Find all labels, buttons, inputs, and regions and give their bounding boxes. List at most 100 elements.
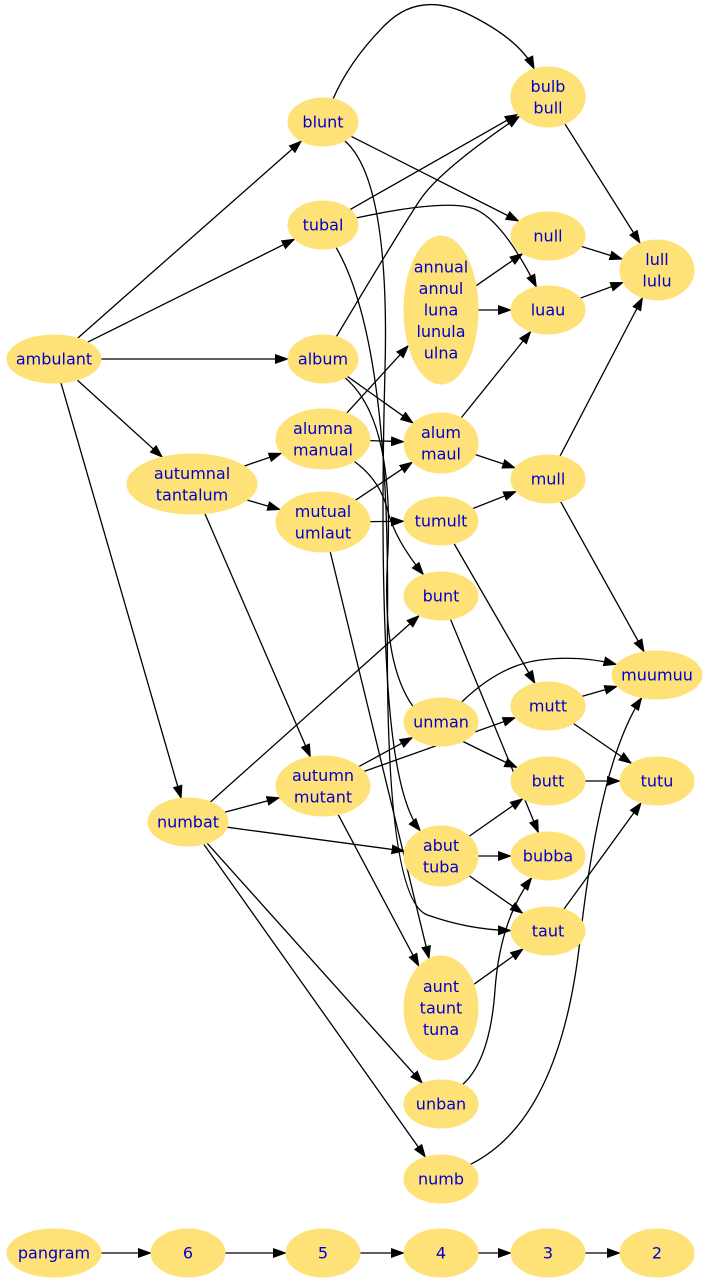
node-label: blunt (302, 113, 343, 132)
node-shape (619, 1228, 695, 1278)
node-shape (126, 453, 258, 515)
node-tutu: tutu (619, 756, 695, 806)
edge-luau-to-lull (579, 281, 625, 299)
node-label: autumn (292, 766, 354, 785)
node-tumult: tumult (403, 496, 479, 546)
edge-null-to-lull (581, 245, 624, 261)
node-label: alumna (293, 419, 353, 438)
node-label: luau (531, 301, 566, 320)
node-shape (510, 681, 586, 731)
node-label: 2 (652, 1244, 662, 1263)
node-label: lulu (642, 271, 671, 290)
node-label: autumnal (154, 464, 230, 483)
node-shape (6, 334, 102, 384)
node-shape (403, 825, 479, 887)
node-shape (611, 650, 703, 700)
node-shape (403, 235, 479, 385)
edge-unban-to-bubba (462, 876, 533, 1085)
node-label: taunt (420, 999, 463, 1018)
node-shape (287, 200, 359, 250)
edge-autumnal-to-mutual (246, 499, 282, 511)
edge-mutt-to-tutu (573, 722, 633, 765)
node-label: null (533, 227, 562, 246)
node-shape (403, 955, 479, 1061)
node-label: maul (421, 444, 461, 463)
node-numbat: numbat (147, 797, 229, 847)
node-label: mutual (295, 502, 351, 521)
node-album: album (287, 334, 359, 384)
node-label: bunt (423, 587, 460, 606)
node-label: bulb (531, 77, 566, 96)
node-n3: 3 (510, 1228, 586, 1278)
node-blunt: blunt (287, 97, 359, 147)
node-autumn: autumn mutant (275, 755, 371, 817)
node-label: tutu (641, 772, 674, 791)
node-null: null (510, 211, 586, 261)
edge-taut-to-tutu (563, 801, 642, 910)
node-shape (403, 412, 479, 474)
node-butt: butt (510, 756, 586, 806)
edge-blunt-to-null (350, 135, 520, 222)
edge-alum-to-luau (460, 330, 532, 419)
node-shape (403, 571, 479, 621)
node-luau: luau (510, 285, 586, 335)
node-shape (510, 454, 586, 504)
node-label: album (298, 350, 348, 369)
edge-autumnal-to-alumna (243, 452, 283, 467)
node-mull: mull (510, 454, 586, 504)
edge-alum-to-mull (474, 453, 517, 469)
node-label: 6 (183, 1244, 193, 1263)
node-bubba: bubba (510, 831, 586, 881)
node-tubal: tubal (287, 200, 359, 250)
edge-tumult-to-mutt (453, 543, 536, 685)
node-shape (403, 1079, 479, 1129)
edge-numbat-to-numb (203, 843, 427, 1159)
node-label: annul (419, 279, 464, 298)
node-shape (147, 797, 229, 847)
edge-mull-to-lull (559, 296, 644, 457)
node-n2: 2 (619, 1228, 695, 1278)
edge-tubal-to-luau (356, 204, 538, 289)
node-shape (403, 697, 479, 747)
edge-mull-to-muumuu (560, 501, 645, 653)
node-label: umlaut (295, 523, 351, 542)
node-shape (510, 906, 586, 956)
node-label: aunt (423, 977, 459, 996)
node-shape (619, 756, 695, 806)
edge-mutual-to-alum (355, 461, 414, 501)
node-label: 5 (318, 1244, 328, 1263)
node-label: muumuu (621, 666, 693, 685)
node-shape (510, 66, 586, 128)
edge-alumna-to-bunt (353, 460, 425, 576)
edge-ambulant-to-autumnal (76, 379, 164, 458)
edge-tubal-to-taut (335, 246, 512, 936)
node-label: mutant (294, 787, 352, 806)
node-taut: taut (510, 906, 586, 956)
node-label: alum (421, 423, 461, 442)
edge-bulb-to-lull (564, 123, 641, 245)
node-label: pangram (18, 1244, 90, 1263)
node-label: unban (416, 1095, 466, 1114)
edge-aunt-to-taut (473, 948, 525, 985)
node-shape (287, 334, 359, 384)
node-n4: 4 (403, 1228, 479, 1278)
node-label: numbat (157, 813, 219, 832)
node-label: 3 (543, 1244, 553, 1263)
node-ambulant: ambulant (6, 334, 102, 384)
edge-unman-to-muumuu (461, 656, 618, 703)
node-pangram: pangram (6, 1228, 102, 1278)
node-shape (275, 755, 371, 817)
edge-numbat-to-abut (226, 826, 406, 855)
edge-autumn-to-unman (358, 736, 414, 768)
node-label: unman (413, 713, 469, 732)
node-label: lunula (416, 322, 465, 341)
node-label: tubal (303, 216, 344, 235)
node-label: bubba (523, 847, 573, 866)
node-label: tumult (415, 512, 468, 531)
node-mutual: mutual umlaut (275, 491, 371, 553)
